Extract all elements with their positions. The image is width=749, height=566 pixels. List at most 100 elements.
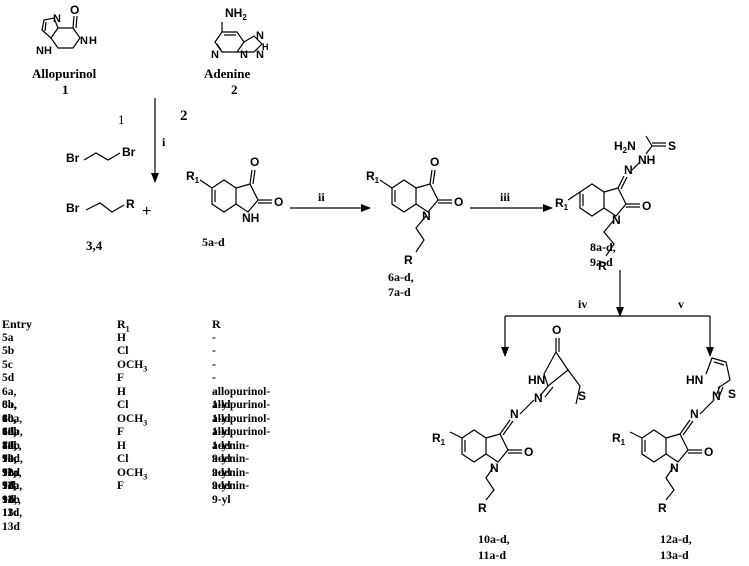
tzd-s: S xyxy=(578,389,586,403)
table-cell-r1: Cl xyxy=(117,345,129,357)
tzd-r1: R1 xyxy=(432,431,446,447)
table-cell-r1: OCH3 xyxy=(117,466,148,481)
table-cell-entry: 6a, 8a, 10a, 12a xyxy=(2,385,23,439)
bromoalkyl-chain xyxy=(85,202,125,213)
step-iv-label: iv xyxy=(578,297,588,311)
tsc-s: S xyxy=(668,139,676,153)
table-cell-entry: 6d, 8d, 10d, 12d xyxy=(2,426,23,479)
bromo-br: Br xyxy=(66,201,80,215)
table-cell-r: adenin-9-yl xyxy=(212,466,250,493)
compound-9-label: 9a-d xyxy=(590,255,613,269)
tsc-n1: N xyxy=(612,213,621,227)
isatin-r1: R1 xyxy=(186,169,200,185)
step-i-label: i xyxy=(162,135,166,149)
tzd-n2: N xyxy=(534,391,543,405)
adenine-structure xyxy=(214,22,263,53)
thz-n: N xyxy=(670,461,679,475)
compound-13-label: 13a-d xyxy=(660,548,689,562)
adenine-nh2: NH2 xyxy=(225,6,247,22)
compound-3-4-label: 3,4 xyxy=(86,238,103,253)
table-cell-r: allopurinol-1-yl xyxy=(212,399,271,425)
tzd-n: N xyxy=(490,461,499,475)
table-cell-entry: 7c, 9c, 11c, 13c xyxy=(2,466,21,520)
thiazolidinone-hydrazone-structure xyxy=(449,338,581,501)
adenine-number: 2 xyxy=(231,82,238,97)
compound-12-label: 12a-d, xyxy=(660,532,692,546)
header-r: R xyxy=(212,317,221,331)
table-cell-entry: 7d, 9d, 11d, 13d xyxy=(2,480,23,533)
table-cell-r: - - xyxy=(212,345,216,371)
table-cell-r: adenin-9-yl xyxy=(212,453,250,479)
step-iii-label: iii xyxy=(500,190,511,204)
allo-o: O xyxy=(70,3,79,17)
alkyl-isatin-o1: O xyxy=(430,155,439,169)
reagent-number-1: 1 xyxy=(118,112,125,127)
table-cell-r: adenin-9-yl xyxy=(212,439,250,466)
table-cell-entry: 5a xyxy=(2,331,14,344)
isatin-nh: NH xyxy=(242,211,259,225)
allo-h: H xyxy=(89,35,97,47)
step-ii-label: ii xyxy=(318,190,325,204)
thz-r: R xyxy=(658,501,667,515)
bromo-r: R xyxy=(126,197,135,211)
table-cell-r: adenin-9-yl xyxy=(212,480,250,506)
table-cell-entry: 5b xyxy=(2,345,15,357)
reagent-number-2: 2 xyxy=(180,108,188,124)
table-cell-r: allopurinol-1-yl xyxy=(212,412,271,439)
compound-7-label: 7a-d xyxy=(388,285,411,299)
dibromo-br2: Br xyxy=(122,145,136,159)
table-cell-r1: H xyxy=(117,439,126,452)
table-cell-r1: Cl xyxy=(117,399,129,411)
thz-s: S xyxy=(728,387,736,401)
table-cell-r1: Cl xyxy=(117,453,129,465)
table-cell-entry: 6b, 8b, 10b, 12b xyxy=(2,399,23,452)
thz-n1: N xyxy=(690,407,699,421)
table-cell-entry: 6c, 8c, 10c, 12c xyxy=(2,412,22,466)
header-entry: Entry xyxy=(2,317,32,331)
dibromo-br1: Br xyxy=(66,151,80,165)
tsc-o: O xyxy=(642,199,651,213)
table-cell-entry: 7b, 9b, 11b, 13b xyxy=(2,453,23,506)
compound-11-label: 11a-d xyxy=(478,548,507,562)
table-cell-r: allopurinol-1-yl xyxy=(212,385,271,412)
header-r1: R1 xyxy=(117,317,130,334)
plus-sign: + xyxy=(142,203,151,220)
adenine-n7: N xyxy=(256,30,264,42)
tsc-n: N xyxy=(624,163,633,177)
table-cell-r: - - xyxy=(212,331,216,358)
allo-n: N xyxy=(53,13,61,25)
allopurinol-number: 1 xyxy=(62,82,69,97)
compound-8-label: 8a-d, xyxy=(590,240,616,254)
table-cell-r1: H xyxy=(117,385,126,398)
compound-10-label: 10a-d, xyxy=(478,532,510,546)
thz-r1: R1 xyxy=(612,431,626,447)
dibromoethane-chain xyxy=(83,152,121,161)
thz-o: O xyxy=(704,445,713,459)
tzd-o: O xyxy=(524,445,533,459)
table-cell-r: - - xyxy=(212,358,216,385)
isatin-structure xyxy=(199,169,272,213)
isatin-o2: O xyxy=(274,195,283,209)
allopurinol-name: Allopurinol xyxy=(32,66,97,81)
allo-n2: N xyxy=(80,35,88,47)
alkyl-isatin-r: R xyxy=(404,253,413,267)
compound-6-label: 6a-d, xyxy=(388,270,414,284)
table-cell-r: allopurinol-1-yl xyxy=(212,426,271,452)
adenine-name: Adenine xyxy=(204,66,251,81)
table-cell-entry: 7a, 9a, 11a, 13a xyxy=(2,439,22,493)
tzd-r: R xyxy=(478,501,487,515)
table-cell-r1: F xyxy=(117,372,125,384)
table-cell-r: - - xyxy=(212,372,216,398)
alkyl-isatin-n: N xyxy=(422,209,431,223)
allo-nh: NH xyxy=(36,45,52,57)
thz-hn: HN xyxy=(686,373,703,387)
table-cell-r1: H xyxy=(117,331,126,344)
table-cell-entry: 5c xyxy=(2,358,13,371)
adenine-n3: N xyxy=(240,49,248,61)
alkyl-isatin-o2: O xyxy=(454,195,463,209)
isatin-o1: O xyxy=(250,155,259,169)
n-alkyl-isatin-structure xyxy=(379,169,452,253)
table-cell-r1: F xyxy=(117,426,125,438)
tsc-nh: NH xyxy=(638,153,655,167)
